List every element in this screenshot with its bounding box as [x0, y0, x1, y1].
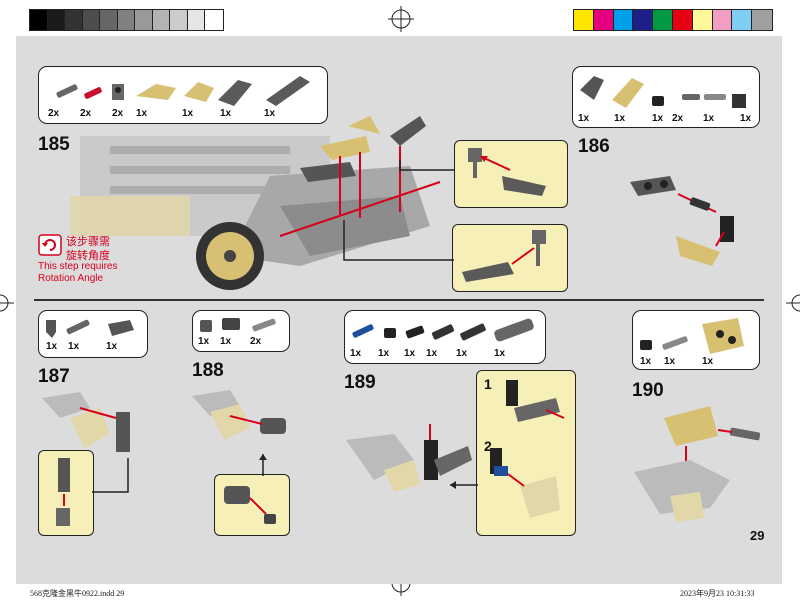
step187-qty-2: 1x [68, 341, 80, 352]
step185-callout-top-art [468, 148, 546, 196]
step190-number: 190 [632, 380, 664, 401]
gray-swatch [169, 9, 189, 31]
color-swatch [731, 9, 754, 31]
step190-qty-2: 1x [664, 356, 676, 367]
step188-number: 188 [192, 360, 224, 381]
step189-qty-4: 1x [426, 348, 438, 359]
color-swatch [592, 9, 615, 31]
rotate-icon [38, 234, 62, 256]
step185-parts-icons [56, 76, 310, 106]
gray-swatch [29, 9, 49, 31]
step188-assembly-illustration [192, 390, 286, 440]
color-swatch [751, 9, 773, 31]
step188-parts-box [192, 310, 290, 352]
gray-swatch [134, 9, 154, 31]
step185-callout-bottom-art [462, 230, 546, 282]
gray-swatch [151, 9, 171, 31]
step190-assembly-illustration [634, 406, 761, 522]
step188-callout [214, 474, 290, 536]
step188-qty-1: 1x [198, 336, 210, 347]
step185-callout-connectors [343, 160, 454, 261]
footer-file-info: 568克隆金黑牛0922.indd 29 [30, 589, 125, 598]
step185-qty-1: 2x [48, 108, 60, 119]
gray-swatch [186, 9, 206, 31]
gray-swatch [64, 9, 84, 31]
registration-mark-left [0, 294, 14, 312]
step185-qty-2: 2x [80, 108, 92, 119]
step186-qty-6: 1x [740, 113, 752, 124]
step185-qty-4: 1x [136, 108, 148, 119]
gray-swatch [204, 9, 224, 31]
step187-assembly-illustration [42, 392, 130, 452]
step189-qty-5: 1x [456, 348, 468, 359]
gray-swatch [99, 9, 119, 31]
color-swatch [691, 9, 714, 31]
step185-qty-3: 2x [112, 108, 124, 119]
color-swatch [612, 9, 635, 31]
step189-substep-2: 2 [484, 438, 492, 454]
step185-qty-5: 1x [182, 108, 194, 119]
step188-callout-art [224, 486, 276, 524]
page-number: 29 [750, 528, 765, 543]
step188-parts-icons [200, 318, 276, 332]
rotation-note-en-1: This step requires [38, 261, 118, 272]
step189-qty-6: 1x [494, 348, 506, 359]
registration-mark-top [388, 6, 414, 32]
rotation-note-en-2: Rotation Angle [38, 273, 104, 284]
step187-number: 187 [38, 366, 70, 387]
footer-timestamp: 2023年9月23 10:31:33 [680, 589, 755, 598]
rotation-note-cn-1: 该步骤需 [66, 235, 110, 248]
section-divider [34, 299, 764, 301]
step189-qty-3: 1x [404, 348, 416, 359]
step187-callout-connector [92, 458, 129, 493]
step186-qty-1: 1x [578, 113, 590, 124]
step188-qty-3: 2x [250, 336, 262, 347]
step189-parts-icons [352, 318, 534, 342]
color-swatch [632, 9, 655, 31]
step185-qty-7: 1x [264, 108, 276, 119]
step189-qty-1: 1x [350, 348, 362, 359]
gray-swatch [81, 9, 101, 31]
step187-qty-1: 1x [46, 341, 58, 352]
step187-callout-art [56, 458, 70, 526]
step185-number: 185 [38, 134, 70, 155]
step189-assembly-illustration [346, 424, 472, 492]
step188-qty-2: 1x [220, 336, 232, 347]
step188-callout-connector [259, 454, 267, 476]
step190-qty-3: 1x [702, 356, 714, 367]
step190-qty-1: 1x [640, 356, 652, 367]
step189-callout-art [490, 380, 565, 518]
step186-qty-3: 1x [652, 113, 664, 124]
step190-parts-icons [640, 318, 744, 354]
color-swatch [573, 9, 595, 31]
step189-substep-1: 1 [484, 376, 492, 392]
gray-swatch [116, 9, 136, 31]
step187-parts-box [38, 310, 148, 358]
step185-car-chassis-illustration [70, 116, 441, 290]
step189-qty-2: 1x [378, 348, 390, 359]
step189-callout-connector [450, 481, 478, 489]
color-swatch [711, 9, 734, 31]
step187-qty-3: 1x [106, 341, 118, 352]
color-swatch [672, 9, 694, 31]
color-swatch [652, 9, 674, 31]
registration-mark-right [786, 294, 800, 312]
step186-number: 186 [578, 136, 610, 157]
step185-qty-6: 1x [220, 108, 232, 119]
step189-number: 189 [344, 372, 376, 393]
rotation-note-cn-2: 旋转角度 [66, 249, 110, 262]
step186-qty-2: 1x [614, 113, 626, 124]
step186-qty-4: 2x [672, 113, 684, 124]
step189-parts-box [344, 310, 546, 364]
step187-parts-icons [46, 319, 134, 338]
step186-assembly-illustration [630, 176, 734, 266]
step186-parts-icons [580, 76, 746, 108]
gray-swatch [46, 9, 66, 31]
step186-parts-box [572, 66, 760, 128]
step186-qty-5: 1x [703, 113, 715, 124]
